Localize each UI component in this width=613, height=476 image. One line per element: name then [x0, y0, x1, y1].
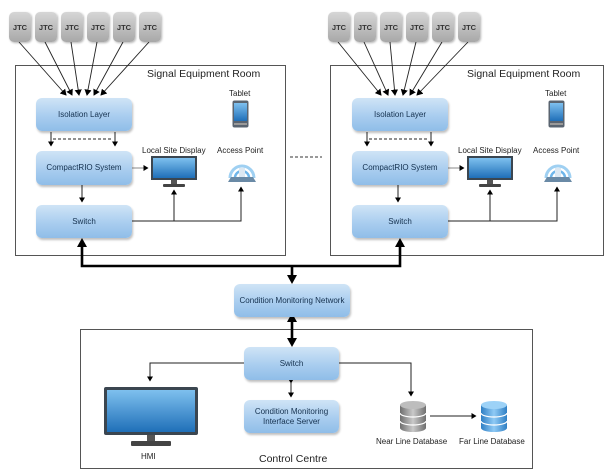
- access-point-icon: [544, 164, 572, 182]
- isolation-layer-left: Isolation Layer: [36, 98, 132, 131]
- far-line-database-label: Far Line Database: [459, 437, 525, 446]
- near-line-database-label: Near Line Database: [376, 437, 448, 446]
- near-line-database-icon: [399, 401, 427, 432]
- jtc-right-1: JTC: [328, 12, 350, 42]
- control-centre-switch: Switch: [244, 347, 339, 380]
- jtc-left-3: JTC: [61, 12, 83, 42]
- access-point-label-left: Access Point: [217, 146, 264, 155]
- local-display-label-left: Local Site Display: [142, 146, 206, 155]
- monitor-icon: [467, 156, 513, 187]
- jtc-left-1: JTC: [9, 12, 31, 42]
- backbone-arrowheads: [77, 238, 405, 347]
- compactrio-left: CompactRIO System: [36, 151, 132, 185]
- left-room-wires: [48, 132, 244, 222]
- hmi-label: HMI: [141, 452, 156, 461]
- jtc-right-2: JTC: [354, 12, 376, 42]
- compactrio-right: CompactRIO System: [352, 151, 448, 185]
- jtc-wires-left: [18, 41, 150, 96]
- room-title-right: Signal Equipment Room: [467, 68, 581, 80]
- jtc-left-4: JTC: [87, 12, 109, 42]
- jtc-right-3: JTC: [380, 12, 402, 42]
- access-point-icon: [228, 164, 256, 182]
- jtc-left-6: JTC: [139, 12, 161, 42]
- isolation-layer-right: Isolation Layer: [352, 98, 448, 131]
- local-display-label-right: Local Site Display: [458, 146, 522, 155]
- condition-monitoring-network: Condition Monitoring Network: [234, 284, 350, 317]
- tablet-icon: [232, 100, 249, 128]
- monitor-icon: [151, 156, 197, 187]
- jtc-right-5: JTC: [432, 12, 454, 42]
- jtc-wires-right: [337, 41, 469, 96]
- switch-left: Switch: [36, 205, 132, 238]
- control-centre-wires: [147, 362, 477, 419]
- jtc-right-4: JTC: [406, 12, 428, 42]
- control-centre-title: Control Centre: [259, 453, 328, 465]
- tablet-icon: [548, 100, 565, 128]
- room-title-left: Signal Equipment Room: [147, 68, 261, 80]
- access-point-label-right: Access Point: [533, 146, 580, 155]
- switch-right: Switch: [352, 205, 448, 238]
- jtc-left-5: JTC: [113, 12, 135, 42]
- hmi-monitor-icon: [104, 387, 198, 446]
- tablet-label-right: Tablet: [545, 89, 567, 98]
- tablet-label-left: Tablet: [229, 89, 251, 98]
- far-line-database-icon: [480, 401, 508, 432]
- right-room-wires: [364, 132, 560, 222]
- jtc-right-6: JTC: [458, 12, 480, 42]
- jtc-left-2: JTC: [35, 12, 57, 42]
